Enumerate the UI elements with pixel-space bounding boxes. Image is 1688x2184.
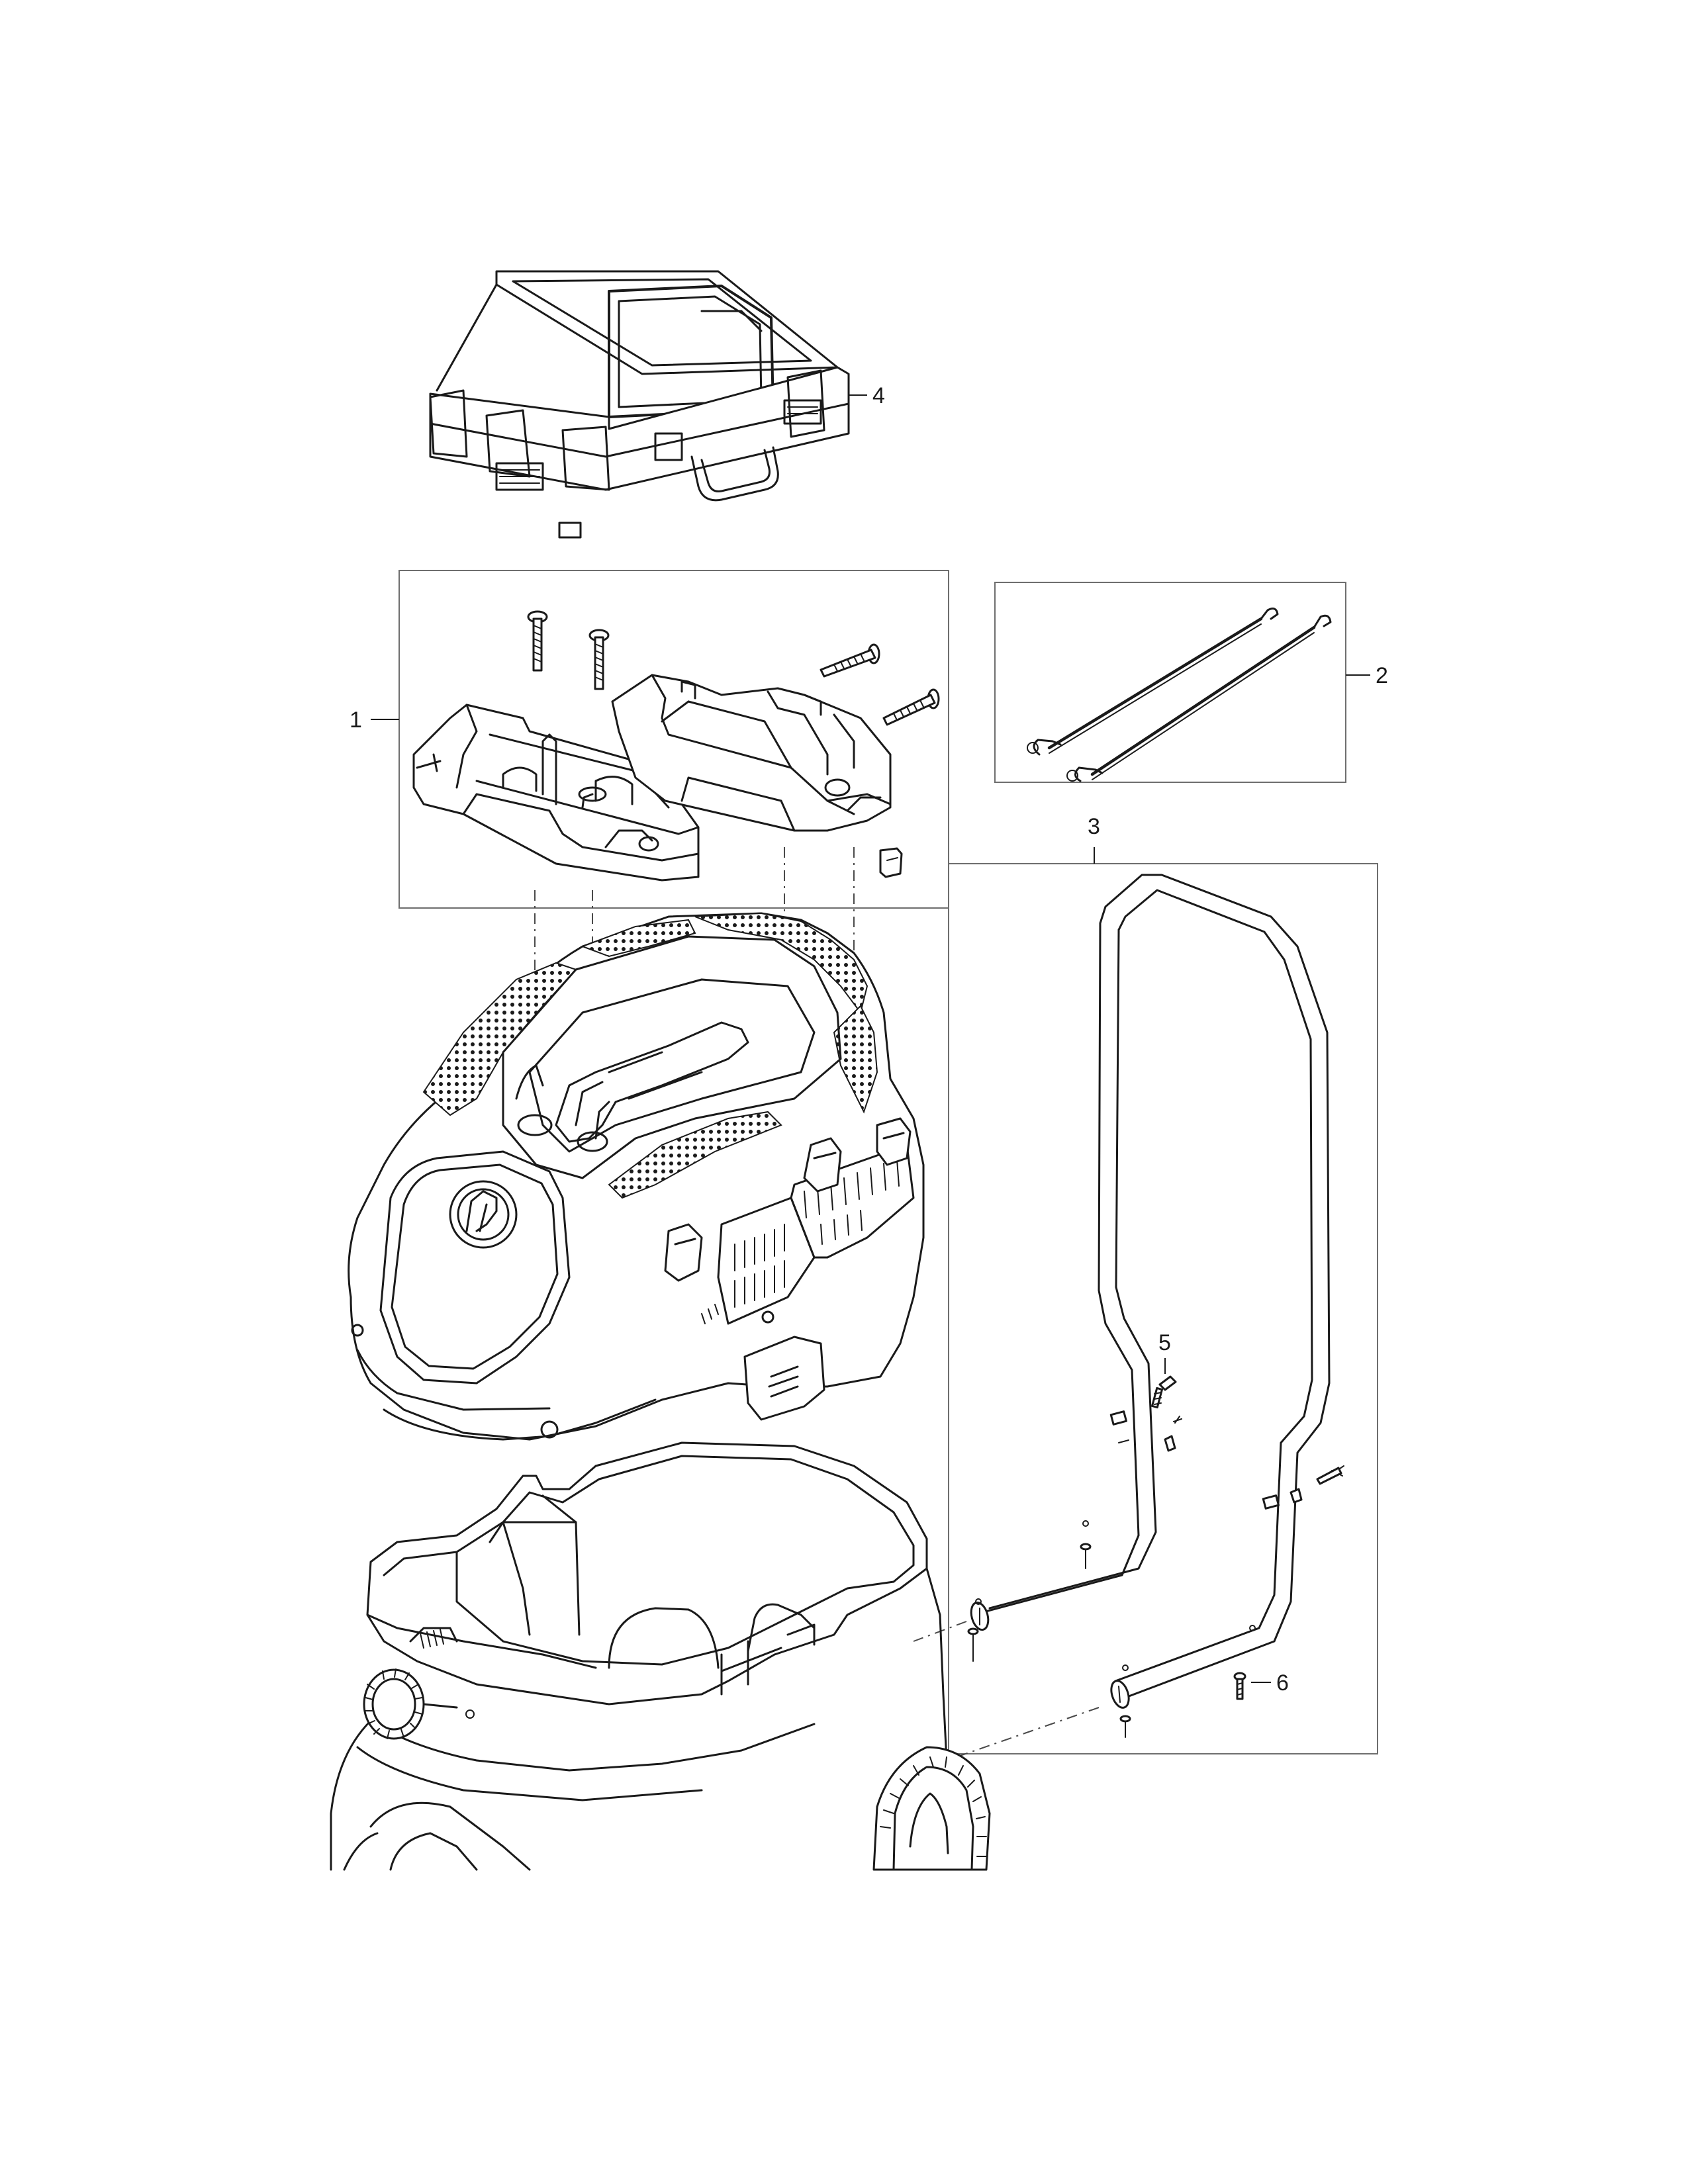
screw-diagonal-b	[882, 688, 940, 726]
callout-6: 6	[1276, 1670, 1289, 1696]
bolt-part-6	[1233, 1672, 1246, 1700]
callout-1-frame	[399, 570, 949, 909]
handle-screws	[967, 1410, 1344, 1738]
bungee-cords-part-2	[1027, 608, 1332, 782]
dust-container	[330, 1441, 991, 1871]
tray-kit-part-1	[412, 610, 940, 882]
callout-2: 2	[1376, 663, 1388, 688]
callout-4: 4	[872, 383, 885, 408]
push-handle-part-3	[970, 874, 1331, 1709]
storage-case-part-4	[429, 270, 850, 539]
screw-diagonal-a	[820, 643, 880, 678]
screw-vertical-b	[588, 629, 610, 690]
callout-2-frame	[994, 582, 1346, 783]
callout-3: 3	[1088, 814, 1100, 839]
callout-3-frame	[948, 863, 1378, 1754]
vacuum-head	[348, 912, 925, 1441]
bolt-part-5	[1151, 1375, 1177, 1409]
screw-vertical-a	[527, 610, 548, 672]
callout-1: 1	[350, 707, 362, 733]
callout-5: 5	[1158, 1330, 1171, 1355]
